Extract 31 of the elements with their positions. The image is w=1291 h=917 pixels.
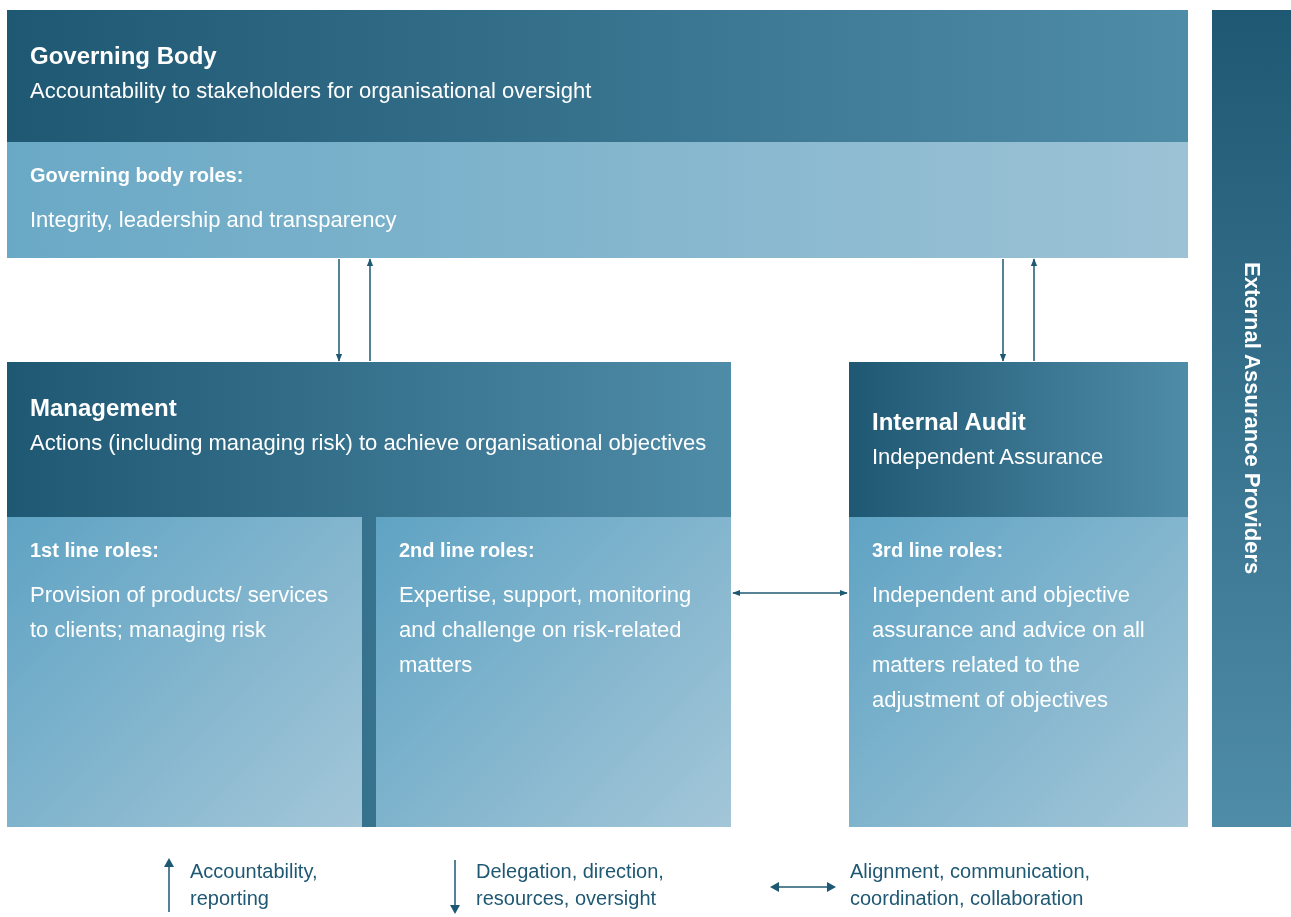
arrow	[366, 258, 374, 362]
arrow	[1030, 258, 1038, 362]
header-box	[849, 362, 1188, 827]
box-heading: 1st line roles:	[30, 538, 160, 563]
box-heading: Governing Body	[30, 41, 218, 71]
side-bar	[1212, 10, 1291, 827]
legend-text: Alignment, communication, coordination, collaboration	[850, 859, 1092, 911]
arrow	[335, 258, 343, 362]
box-text: Independent Assurance	[872, 443, 1105, 472]
arrow	[999, 258, 1007, 362]
roles-panel	[376, 517, 731, 827]
roles-panel	[849, 517, 1188, 827]
box-text: Accountability to stakeholders for organisational oversight	[30, 77, 593, 106]
box-text: Provision of products/ services to clients; managing risk	[30, 581, 330, 644]
box-heading: Internal Audit	[872, 407, 1027, 437]
box-text: Actions (including managing risk) to achieve organisational objectives	[30, 429, 708, 458]
box-text: Expertise, support, monitoring and challenge on risk-related matters	[399, 581, 693, 679]
box-text: Integrity, leadership and transparency	[30, 206, 398, 234]
arrow	[732, 589, 848, 597]
box-heading: 3rd line roles:	[872, 538, 1005, 563]
header-box	[7, 362, 731, 827]
box-heading: Management	[30, 393, 178, 423]
legend-text: Accountability, reporting	[190, 859, 319, 911]
roles-panel	[7, 517, 362, 827]
side-label: External Assurance Providers	[1240, 262, 1263, 575]
box-heading: 2nd line roles:	[399, 538, 536, 563]
header-box	[7, 10, 1188, 258]
legend-text: Delegation, direction, resources, oversight	[476, 859, 665, 911]
box-text: Independent and objective assurance and advice on all matters related to the adjustment of objectives	[872, 581, 1146, 714]
box-heading: Governing body roles:	[30, 163, 245, 188]
roles-band	[7, 142, 1188, 258]
